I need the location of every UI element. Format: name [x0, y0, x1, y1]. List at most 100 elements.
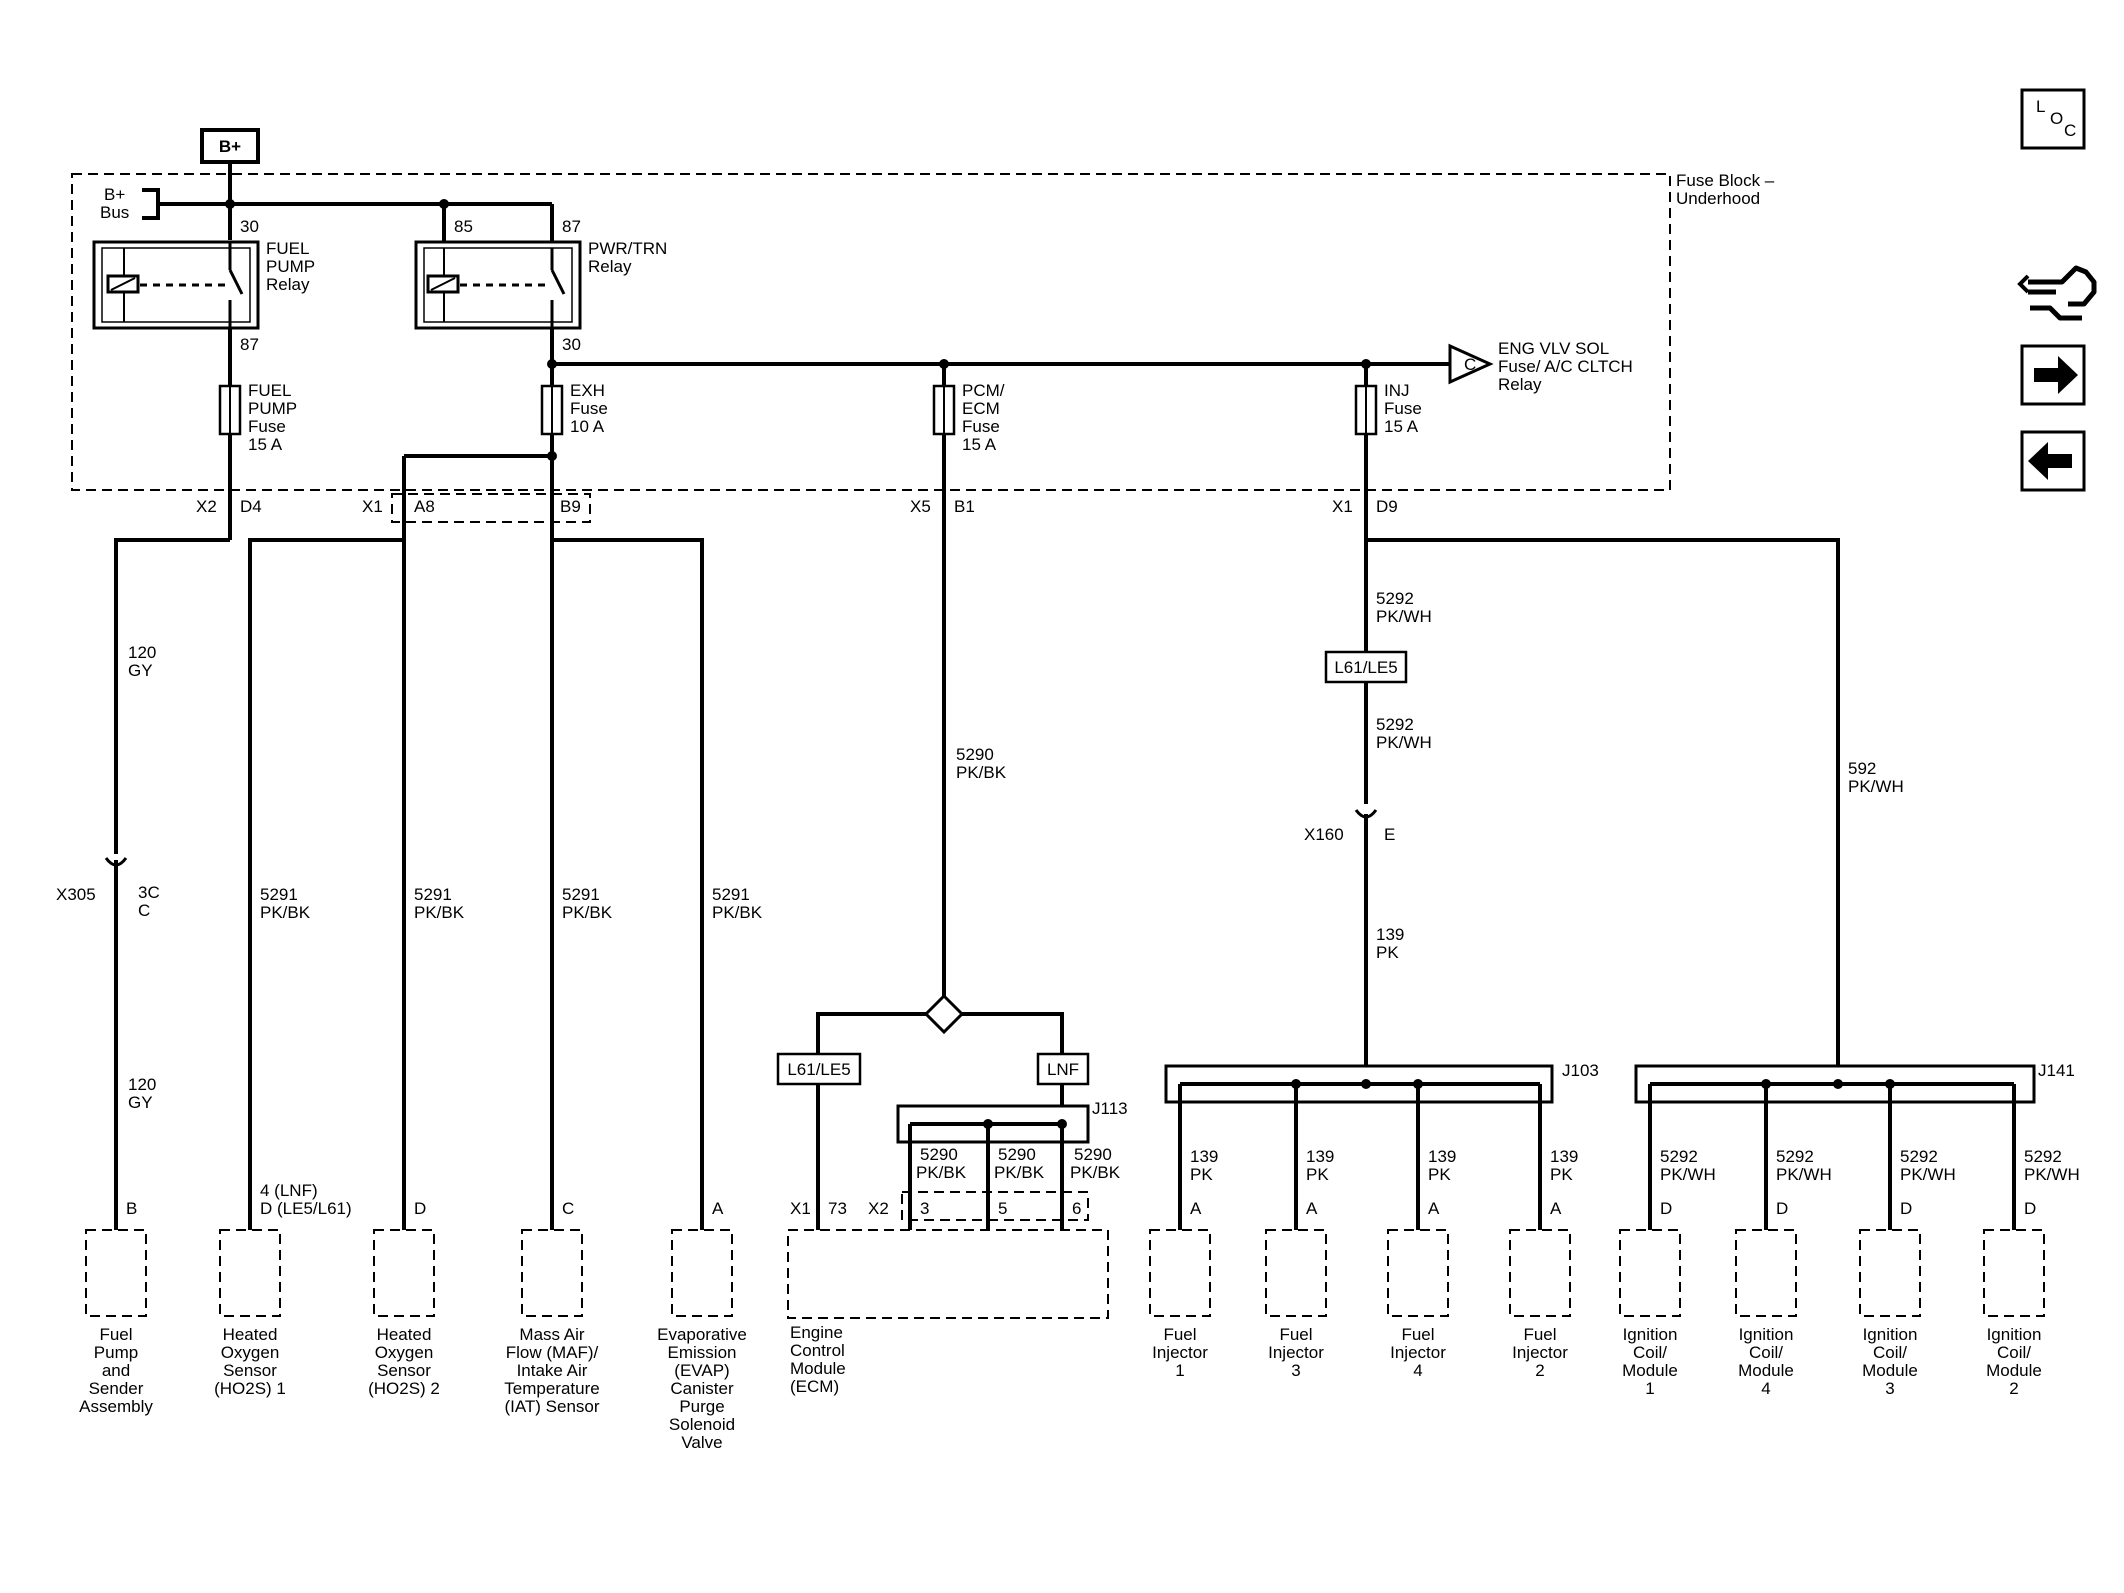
pwr-trn-relay-pin-30: 30 [562, 335, 581, 354]
inj3-name-2: Injector [1268, 1343, 1324, 1362]
coil1-wire-color: PK/WH [1660, 1165, 1716, 1184]
evap-name-2: Emission [668, 1343, 737, 1362]
connector-x1-b: X1 [1332, 497, 1353, 516]
fuel-pump-name-5: Assembly [79, 1397, 153, 1416]
splice-j113-label: J113 [1092, 1099, 1128, 1118]
splice-j141-label: J141 [2038, 1061, 2075, 1080]
wire-5291-color-4: PK/BK [712, 903, 763, 922]
fuel-pump-relay-pin-87: 87 [240, 335, 259, 354]
maf-pin: C [562, 1199, 574, 1218]
bus-label-2: Bus [100, 203, 129, 222]
fuel-pump-component [85, 1229, 147, 1317]
option-l61-le5-b-label: L61/LE5 [1334, 658, 1397, 677]
connector-x1-outline [391, 493, 591, 523]
loc-c: C [2064, 121, 2076, 140]
coil2-name-4: 2 [2009, 1379, 2018, 1398]
maf-name: Mass Air [519, 1325, 585, 1344]
loc-button[interactable]: L O C [2020, 88, 2086, 150]
ignition-coil-3-component [1859, 1229, 1921, 1317]
coil2-wire-num: 5292 [2024, 1147, 2062, 1166]
connector-d4: D4 [240, 497, 262, 516]
inj4-pin: A [1428, 1199, 1440, 1218]
fuel-pump-name-3: and [102, 1361, 130, 1380]
wire-139-num: 139 [1376, 925, 1404, 944]
offpage-label-3: Relay [1498, 375, 1542, 394]
wire-5292-color-a: PK/WH [1376, 607, 1432, 626]
wrench-connector-icon[interactable] [2017, 265, 2097, 321]
fuel-pump-fuse-label-3: Fuse [248, 417, 286, 436]
connector-a8: A8 [414, 497, 435, 516]
offpage-letter: C [1464, 355, 1476, 374]
inj-fuse-label-2: Fuse [1384, 399, 1422, 418]
wire-5291-num-1: 5291 [260, 885, 298, 904]
wire-5292-num-a: 5292 [1376, 589, 1414, 608]
pwr-trn-relay-pin-87: 87 [562, 217, 581, 236]
wire-5290-num-a: 5290 [920, 1145, 958, 1164]
pcm-fuse-label: PCM/ [962, 381, 1005, 400]
fuel-pump-relay [92, 240, 260, 330]
inj1-wire-color: PK [1190, 1165, 1213, 1184]
connector-d9: D9 [1376, 497, 1398, 516]
coil3-wire-num: 5292 [1900, 1147, 1938, 1166]
inj4-name-2: Injector [1390, 1343, 1446, 1362]
fuel-pump-relay-label: FUEL [266, 239, 309, 258]
ecm-name-3: Module [790, 1359, 846, 1378]
exh-fuse-rating: 10 A [570, 417, 605, 436]
wire-592-pk-wh [1366, 538, 1840, 1084]
fuel-pump-relay-label-3: Relay [266, 275, 310, 294]
fuel-injector-3-component [1265, 1229, 1327, 1317]
battery-positive-box [200, 128, 260, 164]
arrow-right-icon [2034, 356, 2078, 394]
inj4-name: Fuel [1401, 1325, 1434, 1344]
coil2-name: Ignition [1987, 1325, 2042, 1344]
coil4-name-4: 4 [1761, 1379, 1770, 1398]
inj2-name-3: 2 [1535, 1361, 1544, 1380]
fuel-pump-fuse-rating: 15 A [248, 435, 283, 454]
offpage-connector-c [1448, 343, 1494, 385]
connector-x2: X2 [196, 497, 217, 516]
wire-592-num: 592 [1848, 759, 1876, 778]
coil4-name-2: Coil/ [1749, 1343, 1783, 1362]
inj1-wire-num: 139 [1190, 1147, 1218, 1166]
wire-5290-color: PK/BK [956, 763, 1007, 782]
maf-iat-component [521, 1229, 583, 1317]
coil4-name: Ignition [1739, 1325, 1794, 1344]
wire-120-color-a: GY [128, 661, 153, 680]
wire-5291-evap [552, 538, 704, 1230]
offpage-label-2: Fuse/ A/C CLTCH [1498, 357, 1633, 376]
bus-bracket [142, 188, 160, 220]
wire-592-color: PK/WH [1848, 777, 1904, 796]
wire-5290-color-a: PK/BK [916, 1163, 967, 1182]
wire-120-num-a: 120 [128, 643, 156, 662]
evap-component [671, 1229, 733, 1317]
ho2s1-pin-lnf: 4 (LNF) [260, 1181, 318, 1200]
ecm-connector-x1: X1 [790, 1199, 811, 1218]
coil1-wire-num: 5292 [1660, 1147, 1698, 1166]
wire-5291-num-2: 5291 [414, 885, 452, 904]
arrow-left-icon [2028, 442, 2072, 480]
ho2s1-component [219, 1229, 281, 1317]
option-splice-diamond [923, 993, 965, 1035]
inj3-wire-num: 139 [1306, 1147, 1334, 1166]
coil3-pin: D [1900, 1199, 1912, 1218]
ecm-connector-x2: X2 [868, 1199, 889, 1218]
ecm-name: Engine [790, 1323, 843, 1342]
fuel-injector-1-component [1149, 1229, 1211, 1317]
evap-name: Evaporative [657, 1325, 747, 1344]
next-page-button[interactable] [2020, 344, 2086, 406]
coil3-wire-color: PK/WH [1900, 1165, 1956, 1184]
coil2-name-3: Module [1986, 1361, 2042, 1380]
fuel-pump-fuse-label: FUEL [248, 381, 291, 400]
wire-5291-num-3: 5291 [562, 885, 600, 904]
coil4-name-3: Module [1738, 1361, 1794, 1380]
exh-fuse-label: EXH [570, 381, 605, 400]
wire-120-gy [114, 538, 230, 854]
loc-l: L [2036, 97, 2045, 116]
previous-page-button[interactable] [2020, 430, 2086, 492]
ho2s2-name-2: Oxygen [375, 1343, 434, 1362]
ecm-component-box [787, 1229, 1109, 1319]
coil4-pin: D [1776, 1199, 1788, 1218]
ignition-coil-4-component [1735, 1229, 1797, 1317]
fuel-injector-2-component [1509, 1229, 1571, 1317]
